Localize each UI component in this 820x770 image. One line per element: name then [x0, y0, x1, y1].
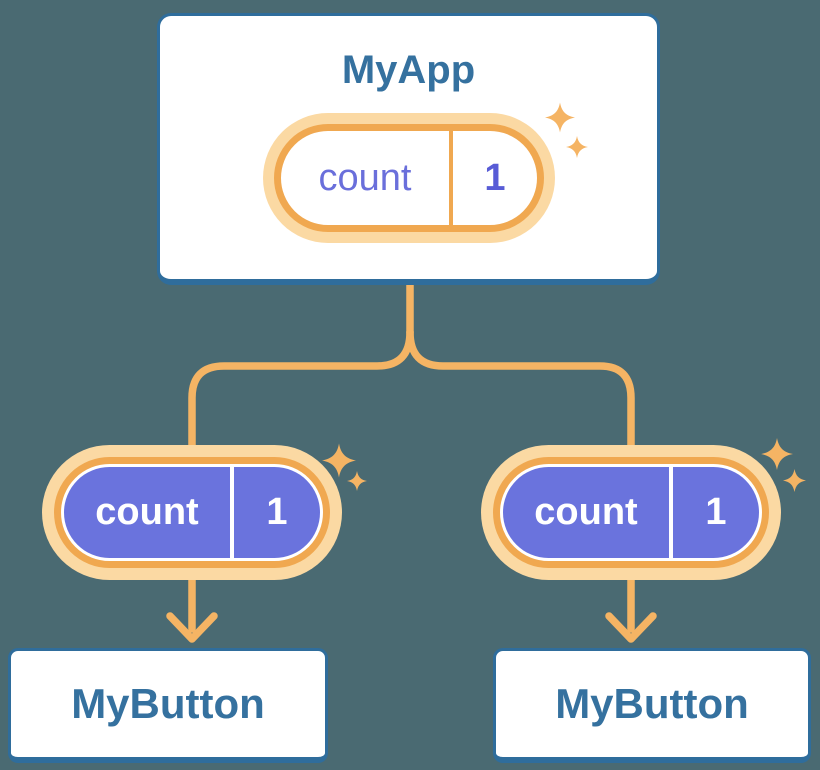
- sparkle-icon: [783, 469, 806, 492]
- sparkle-icon: [322, 443, 356, 478]
- sparkle-icon: [347, 471, 367, 491]
- child-component-title: MyButton: [555, 679, 749, 727]
- state-value: 1: [484, 156, 506, 199]
- prop-pill-fill: count 1: [64, 467, 320, 558]
- prop-value: 1: [705, 491, 727, 533]
- state-label: count: [318, 156, 412, 199]
- state-pill-body: count 1: [274, 124, 544, 232]
- child-component-card: MyButton: [8, 648, 328, 763]
- child-component-card: MyButton: [493, 648, 811, 763]
- sparkle-icon: [566, 136, 588, 158]
- sparkle-icon: [761, 438, 793, 470]
- pill-divider: [230, 467, 234, 558]
- prop-value: 1: [266, 491, 288, 533]
- prop-label: count: [534, 491, 638, 533]
- arrow-down-icon: [166, 612, 218, 643]
- pill-divider: [669, 467, 673, 558]
- prop-pill-body: count 1: [493, 457, 769, 568]
- prop-pill-fill: count 1: [503, 467, 759, 558]
- prop-label: count: [95, 491, 199, 533]
- prop-pill: count 1: [42, 445, 342, 580]
- pill-divider: [449, 131, 453, 225]
- child-component-title: MyButton: [71, 679, 265, 727]
- state-pill: count 1: [263, 113, 555, 243]
- connector-branch-right: [406, 328, 635, 464]
- sparkle-icon: [545, 102, 575, 133]
- prop-pill: count 1: [481, 445, 781, 580]
- prop-pill-body: count 1: [54, 457, 330, 568]
- root-component-title: MyApp: [341, 48, 476, 92]
- arrow-down-icon: [605, 612, 657, 643]
- connector-branch-left: [188, 328, 414, 464]
